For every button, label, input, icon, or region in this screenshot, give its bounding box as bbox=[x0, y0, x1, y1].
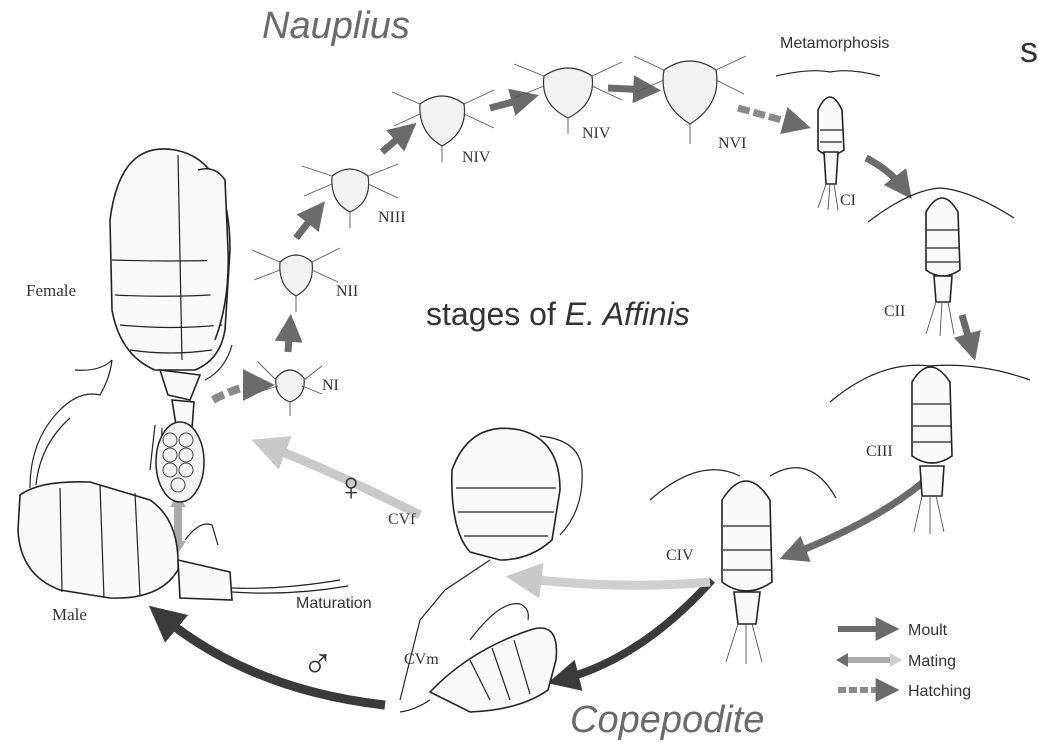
stage-label-n3: NIII bbox=[378, 209, 406, 226]
legend: Moult Mating Hatching bbox=[836, 622, 971, 700]
legend-label-hatching: Hatching bbox=[908, 683, 971, 700]
stage-label-n2: NII bbox=[336, 283, 358, 300]
legend-label-moult: Moult bbox=[908, 622, 948, 639]
stage-label-c4: CIV bbox=[666, 547, 694, 564]
female-symbol: ♀ bbox=[336, 465, 366, 509]
nauplius-n6 bbox=[634, 56, 746, 144]
stage-label-n1: NI bbox=[322, 377, 339, 394]
maturation-label: Maturation bbox=[296, 595, 372, 612]
stage-label-n4a: NIV bbox=[462, 149, 491, 166]
copepodite-moult-arrows bbox=[560, 158, 972, 680]
stage-label-n4b: NIV bbox=[582, 125, 611, 142]
stage-label-c2: CII bbox=[884, 303, 905, 320]
legend-item-moult: Moult bbox=[838, 622, 948, 639]
stage-label-cvf: CVf bbox=[388, 511, 416, 528]
center-caption: stages of E. Affinis bbox=[426, 296, 690, 332]
legend-item-mating: Mating bbox=[836, 653, 956, 670]
nauplius-n2 bbox=[252, 248, 340, 312]
stage-label-n6: NVI bbox=[718, 135, 746, 152]
copepodite-c1 bbox=[776, 71, 880, 210]
copepodite-c3 bbox=[830, 365, 1030, 534]
copepodite-c4 bbox=[650, 468, 836, 664]
metamorphosis-label: Metamorphosis bbox=[780, 35, 889, 52]
nauplius-n4b bbox=[514, 62, 622, 134]
male-symbol: ♂ bbox=[302, 638, 334, 685]
nauplius-title: Nauplius bbox=[262, 5, 410, 47]
nauplius-n1 bbox=[258, 362, 322, 416]
legend-item-hatching: Hatching bbox=[838, 683, 971, 700]
copepodite-title: Copepodite bbox=[570, 699, 764, 741]
center-caption-prefix: stages of bbox=[426, 296, 565, 332]
male-label: Male bbox=[52, 605, 87, 624]
female-label: Female bbox=[26, 281, 76, 300]
legend-label-mating: Mating bbox=[908, 653, 956, 670]
cropped-title-fragment: s. bbox=[1020, 29, 1038, 70]
center-caption-species: E. Affinis bbox=[565, 296, 690, 332]
female-copepod bbox=[110, 149, 232, 502]
egg-sac bbox=[156, 422, 204, 502]
stage-label-c1: CI bbox=[840, 192, 856, 209]
stage-label-cvm: CVm bbox=[404, 651, 439, 668]
stage-label-c3: CIII bbox=[866, 443, 893, 460]
